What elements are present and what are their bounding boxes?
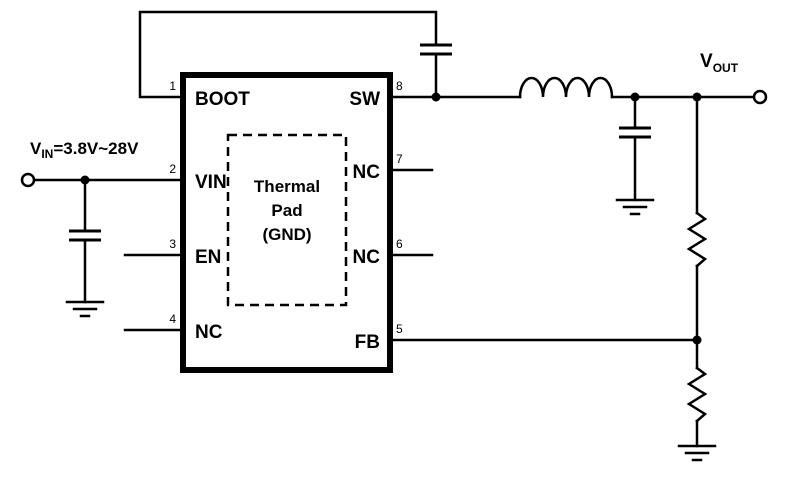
feedback-resistor-bottom — [686, 338, 708, 448]
junction-dot — [692, 92, 702, 102]
pin-labels: BOOT VIN EN NC SW NC NC FB — [195, 89, 380, 353]
thermal-pad-line2: Pad — [271, 201, 302, 220]
vin-terminal — [20, 172, 36, 188]
pin-num-4: 4 — [169, 312, 176, 326]
pin-label-boot: BOOT — [195, 89, 250, 110]
pin-num-7: 7 — [396, 152, 403, 166]
pin-label-fb: FB — [355, 332, 380, 353]
thermal-pad-outline — [226, 133, 348, 307]
junction-dot — [431, 92, 441, 102]
resistor-zigzag — [686, 366, 708, 423]
resistor-zigzag — [686, 211, 708, 268]
pin-label-sw: SW — [349, 89, 380, 110]
thermal-pad-label: Thermal Pad (GND) — [254, 177, 320, 244]
pin-num-3: 3 — [169, 237, 176, 251]
pin-num-2: 2 — [169, 162, 176, 176]
inductor — [518, 76, 614, 99]
pin-label-nc6: NC — [353, 247, 381, 268]
pin-label-nc4: NC — [195, 322, 223, 343]
vout-net-label: VOUT — [700, 51, 739, 75]
vin-net-label: VIN=3.8V~28V — [30, 139, 139, 161]
junction-dots — [80, 92, 702, 345]
wires — [32, 10, 756, 342]
output-ground-symbol — [615, 198, 655, 216]
pin-numbers: 1 2 3 4 5 6 7 8 — [169, 79, 403, 336]
junction-dot — [80, 175, 90, 185]
pin-num-1: 1 — [169, 79, 176, 93]
boot-wire — [138, 10, 438, 99]
output-capacitor — [619, 95, 651, 202]
pin-label-vin: VIN — [195, 172, 227, 193]
pin-num-5: 5 — [396, 322, 403, 336]
pin-label-en: EN — [195, 247, 221, 268]
feedback-resistor-top — [686, 95, 708, 342]
pin-num-8: 8 — [396, 79, 403, 93]
pin-num-6: 6 — [396, 237, 403, 251]
bootstrap-capacitor — [420, 43, 452, 56]
thermal-pad-line3: (GND) — [262, 225, 311, 244]
vout-terminal — [752, 89, 768, 105]
pin-label-nc7: NC — [353, 162, 381, 183]
feedback-ground-symbol — [677, 444, 717, 462]
input-ground-symbol — [65, 300, 105, 318]
ic-body — [180, 72, 393, 373]
thermal-pad-line1: Thermal — [254, 177, 320, 196]
junction-dot — [630, 92, 640, 102]
input-capacitor — [69, 178, 101, 304]
junction-dot — [692, 335, 702, 345]
